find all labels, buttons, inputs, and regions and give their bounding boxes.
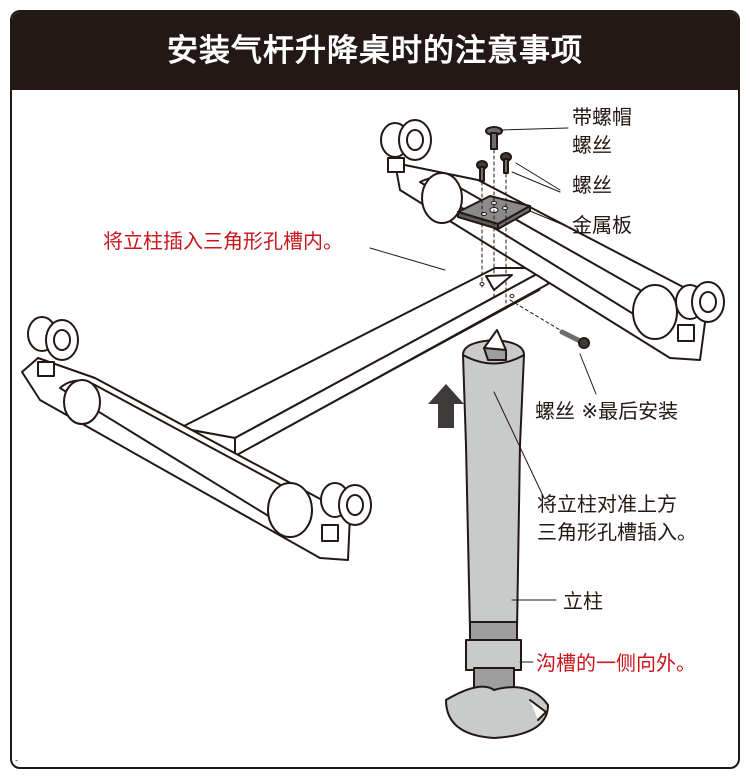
diagram-frame: 安装气杆升降桌时的注意事项 [10, 10, 740, 769]
column [445, 329, 549, 739]
cross-beam [179, 267, 549, 457]
corner-mark: - [15, 756, 19, 766]
triangle-hole [485, 274, 513, 291]
screw-left [476, 160, 488, 182]
label-screws: 螺丝 [572, 173, 612, 197]
cap-screw [485, 126, 503, 150]
label-screw-last: 螺丝 ※最后安装 [535, 399, 679, 423]
label-cap-screw: 带螺帽 螺丝 [572, 105, 632, 157]
label-groove-out: 沟槽的一侧向外。 [536, 651, 696, 675]
front-foot [21, 316, 372, 561]
leader-lines [369, 127, 597, 663]
screw-side [559, 329, 590, 349]
up-arrow-icon [428, 384, 464, 428]
page-title: 安装气杆升降桌时的注意事项 [167, 33, 583, 69]
label-column: 立柱 [563, 589, 603, 613]
label-insert-column: 将立柱插入三角形孔槽内。 [103, 229, 343, 253]
screw-right [500, 152, 512, 174]
title-bar: 安装气杆升降桌时的注意事项 [12, 12, 738, 90]
label-align-column: 将立柱对准上方 三角形孔槽插入。 [537, 492, 697, 544]
label-metal-plate: 金属板 [572, 213, 632, 237]
guide-lines [481, 149, 561, 331]
